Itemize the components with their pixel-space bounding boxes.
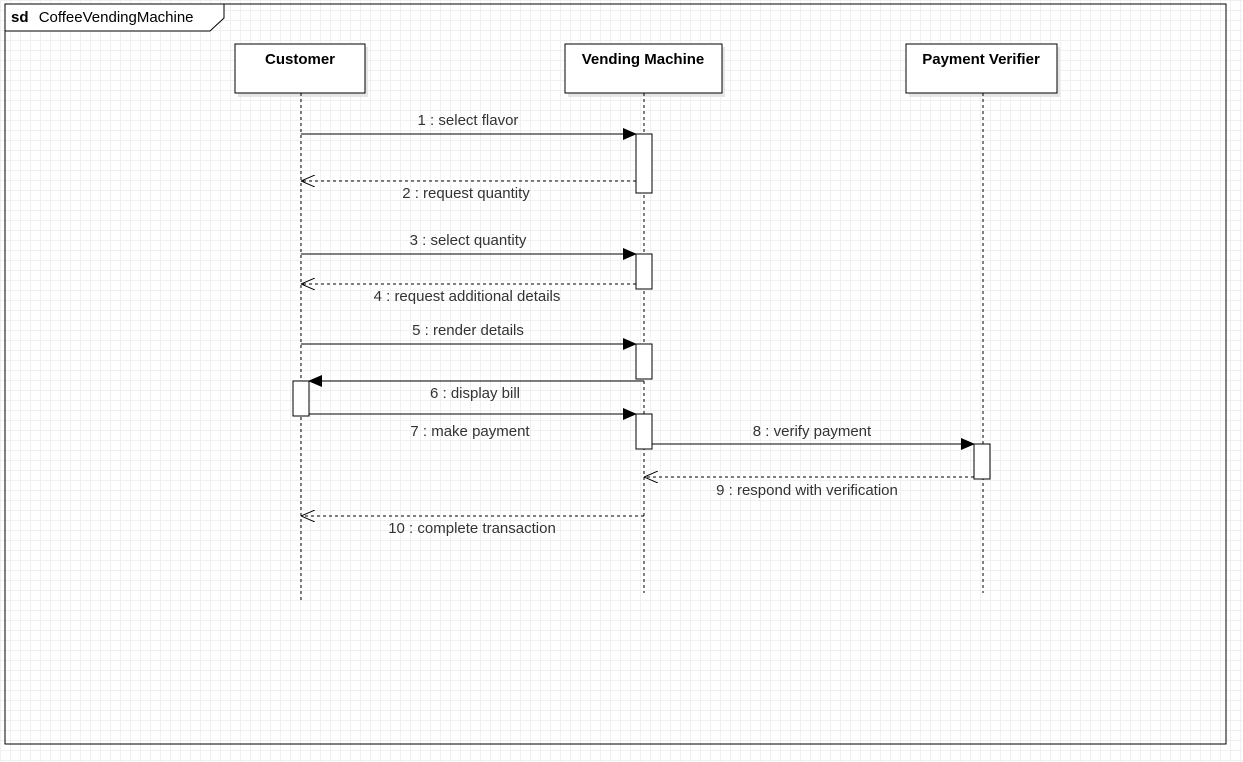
diagram-frame: sd CoffeeVendingMachine [4, 3, 1227, 745]
message-label-2: 2 : request quantity [402, 185, 530, 202]
lifeline-customer[interactable]: Customer [234, 43, 368, 600]
messages: 1 : select flavor 2 : request quantity 3… [301, 112, 975, 537]
activation-bar-verifier-1[interactable] [973, 443, 991, 480]
lifeline-label-customer: Customer [265, 51, 335, 68]
frame-tab [4, 3, 225, 32]
activation-bar-vending-3[interactable] [635, 343, 653, 380]
lifeline-vending-machine[interactable]: Vending Machine [564, 43, 725, 593]
message-label-8: 8 : verify payment [753, 423, 872, 440]
lifeline-label-vending-machine: Vending Machine [582, 51, 705, 68]
activation-bar-vending-4[interactable] [635, 413, 653, 450]
activation-bars [292, 133, 991, 480]
message-label-7: 7 : make payment [410, 423, 530, 440]
lifeline-head-vending-machine[interactable] [564, 43, 723, 94]
message-label-10: 10 : complete transaction [388, 520, 556, 537]
message-label-4: 4 : request additional details [374, 288, 561, 305]
lifeline-head-customer[interactable] [234, 43, 366, 94]
message-label-6: 6 : display bill [430, 385, 520, 402]
lifeline-head-payment-verifier[interactable] [905, 43, 1058, 94]
frame-title: sd CoffeeVendingMachine [11, 9, 194, 26]
lifeline-payment-verifier[interactable]: Payment Verifier [905, 43, 1060, 593]
message-label-5: 5 : render details [412, 322, 524, 339]
activation-bar-vending-1[interactable] [635, 133, 653, 194]
message-label-9: 9 : respond with verification [716, 482, 898, 499]
activation-bar-vending-2[interactable] [635, 253, 653, 290]
frame-keyword: sd [11, 9, 29, 26]
message-label-1: 1 : select flavor [418, 112, 519, 129]
message-label-3: 3 : select quantity [410, 232, 527, 249]
activation-bar-customer-1[interactable] [292, 380, 310, 417]
frame-border [4, 3, 1227, 745]
frame-name: CoffeeVendingMachine [39, 9, 194, 26]
lifeline-label-payment-verifier: Payment Verifier [922, 51, 1040, 68]
